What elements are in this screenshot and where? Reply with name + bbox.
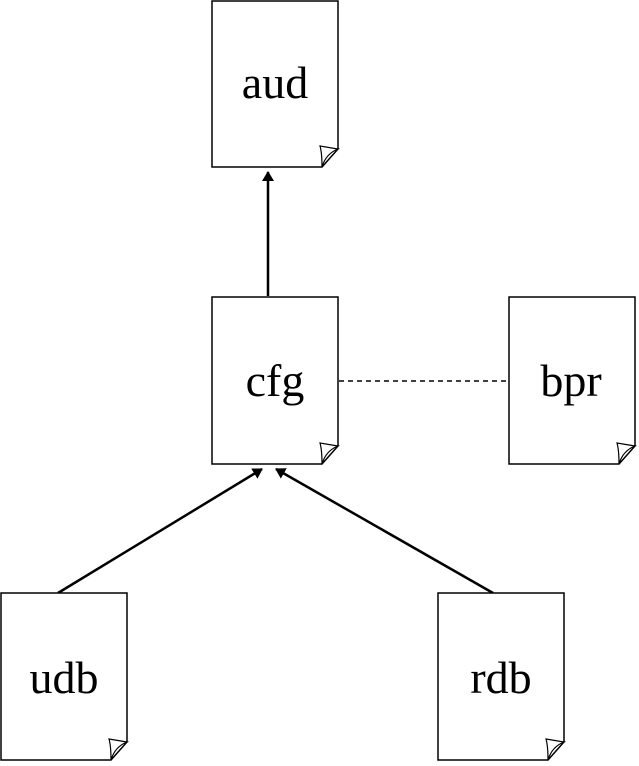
document-icon (508, 296, 636, 465)
node-aud[interactable]: aud (211, 0, 341, 168)
node-rdb[interactable]: rdb (437, 592, 567, 761)
node-cfg[interactable]: cfg (211, 296, 341, 465)
document-icon (211, 0, 339, 168)
page-curl-icon (319, 145, 341, 168)
document-icon (437, 592, 565, 761)
edge-rdb-to-cfg (275, 467, 494, 595)
page-curl-icon (545, 738, 567, 761)
page-curl-icon (319, 442, 341, 465)
page-curl-icon (108, 738, 130, 761)
node-label-cfg: cfg (246, 355, 305, 406)
node-label-aud: aud (242, 57, 308, 108)
node-bpr[interactable]: bpr (508, 296, 638, 465)
page-curl-icon (616, 442, 638, 465)
node-udb[interactable]: udb (0, 592, 130, 761)
document-icon (0, 592, 128, 761)
node-label-bpr: bpr (540, 355, 601, 406)
document-icon (211, 296, 339, 465)
node-label-udb: udb (30, 652, 99, 703)
node-label-rdb: rdb (470, 652, 531, 703)
edge-udb-to-cfg (57, 467, 263, 595)
